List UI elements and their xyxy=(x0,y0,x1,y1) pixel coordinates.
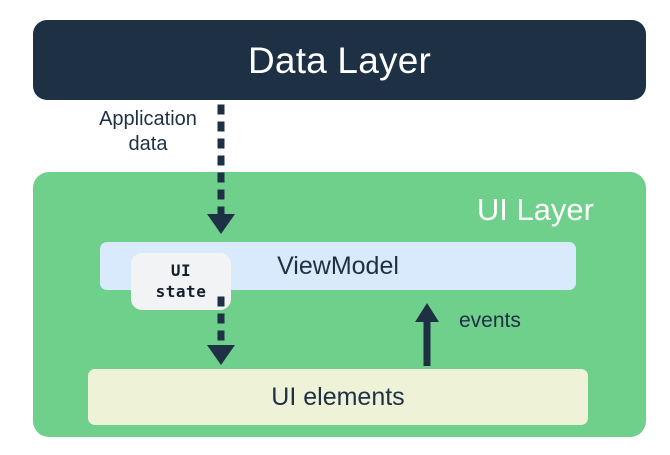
application-data-label-line2: data xyxy=(128,133,168,155)
ui-state-label-line1: UI xyxy=(170,260,192,280)
ui-layer-label: UI Layer xyxy=(476,192,594,227)
events-label: events xyxy=(459,309,521,332)
data-layer-box: Data Layer xyxy=(33,20,646,100)
ui-state-label-line2: state xyxy=(155,281,207,301)
ui-elements-label: UI elements xyxy=(271,382,405,411)
data-layer-label: Data Layer xyxy=(248,39,431,81)
application-data-label-line1: Application xyxy=(99,108,197,130)
viewmodel-label: ViewModel xyxy=(277,251,399,280)
application-data-label: Application data xyxy=(78,107,218,157)
ui-elements-box: UI elements xyxy=(88,369,588,425)
ui-state-chip: UI state xyxy=(131,253,231,310)
